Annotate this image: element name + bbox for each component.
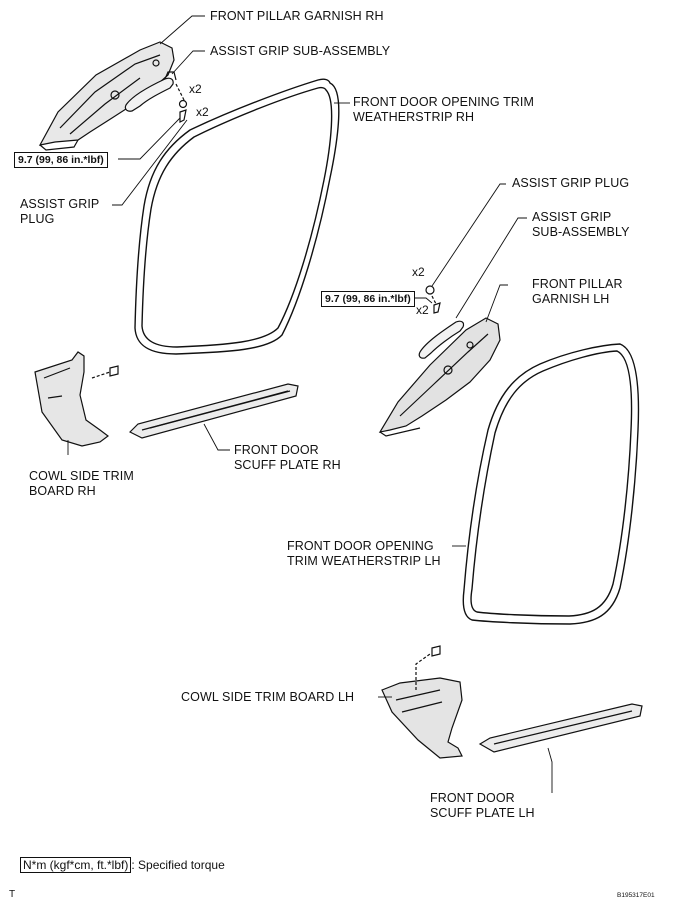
qty-plug-lh: x2 xyxy=(412,265,425,279)
label-line: SCUFF PLATE RH xyxy=(234,458,341,472)
label-line: SUB-ASSEMBLY xyxy=(532,225,630,239)
label-assist-grip-sub-assembly-rh: ASSIST GRIP SUB-ASSEMBLY xyxy=(210,44,390,59)
weatherstrip-lh-drawing xyxy=(462,343,640,625)
torque-legend-text: : Specified torque xyxy=(131,858,225,872)
figure-id: B195317E01 xyxy=(617,892,655,899)
label-weatherstrip-lh: FRONT DOOR OPENING TRIM WEATHERSTRIP LH xyxy=(287,539,441,569)
label-line: FRONT DOOR OPENING TRIM xyxy=(353,95,535,109)
front-pillar-garnish-lh-drawing xyxy=(378,317,501,437)
label-line: COWL SIDE TRIM xyxy=(29,469,134,483)
label-scuff-plate-lh: FRONT DOOR SCUFF PLATE LH xyxy=(430,791,535,821)
label-line: TRIM WEATHERSTRIP LH xyxy=(287,554,441,568)
qty-grip-lh: x2 xyxy=(416,303,429,317)
label-assist-grip-plug-lh: ASSIST GRIP PLUG xyxy=(512,176,629,191)
label-front-pillar-garnish-lh: FRONT PILLAR GARNISH LH xyxy=(532,277,623,307)
label-line: ASSIST GRIP PLUG xyxy=(512,176,630,190)
label-line: FRONT DOOR xyxy=(234,443,319,457)
front-door-scuff-plate-lh-drawing xyxy=(478,703,643,753)
label-scuff-plate-rh: FRONT DOOR SCUFF PLATE RH xyxy=(234,443,341,473)
assist-grip-lh-drawing xyxy=(418,285,465,359)
torque-spec-rh: 9.7 (99, 86 in.*lbf) xyxy=(14,152,108,168)
label-line: FRONT DOOR xyxy=(430,791,515,805)
assist-grip-rh-drawing xyxy=(124,71,188,123)
front-door-scuff-plate-rh-drawing xyxy=(128,383,299,439)
torque-unit-box: N*m (kgf*cm, ft.*lbf) xyxy=(20,857,132,873)
label-line: ASSIST GRIP xyxy=(532,210,612,224)
cowl-side-trim-board-rh-drawing xyxy=(34,351,119,447)
label-line: WEATHERSTRIP RH xyxy=(353,110,475,124)
label-line: ASSIST GRIP SUB-ASSEMBLY xyxy=(210,44,391,58)
label-assist-grip-plug-rh: ASSIST GRIP PLUG xyxy=(20,197,99,227)
label-line: FRONT PILLAR xyxy=(532,277,623,291)
weatherstrip-rh-drawing xyxy=(134,78,340,355)
torque-spec-lh: 9.7 (99, 86 in.*lbf) xyxy=(321,291,415,307)
label-weatherstrip-rh: FRONT DOOR OPENING TRIM WEATHERSTRIP RH xyxy=(353,95,534,125)
label-line: ASSIST GRIP xyxy=(20,197,100,211)
label-line: COWL SIDE TRIM BOARD LH xyxy=(181,690,355,704)
front-pillar-garnish-rh-drawing xyxy=(38,41,175,151)
label-front-pillar-garnish-rh: FRONT PILLAR GARNISH RH xyxy=(210,9,384,24)
label-cowl-side-trim-board-lh: COWL SIDE TRIM BOARD LH xyxy=(181,690,354,705)
leader-lines xyxy=(67,15,553,793)
label-assist-grip-sub-assembly-lh: ASSIST GRIP SUB-ASSEMBLY xyxy=(532,210,630,240)
label-line: SCUFF PLATE LH xyxy=(430,806,535,820)
label-line: BOARD RH xyxy=(29,484,96,498)
label-line: FRONT DOOR OPENING xyxy=(287,539,434,553)
label-line: GARNISH LH xyxy=(532,292,610,306)
label-cowl-side-trim-board-rh: COWL SIDE TRIM BOARD RH xyxy=(29,469,134,499)
cowl-side-trim-board-lh-drawing xyxy=(381,645,463,759)
qty-plug-rh: x2 xyxy=(196,105,209,119)
qty-grip-rh: x2 xyxy=(189,82,202,96)
corner-letter: T xyxy=(9,889,16,900)
label-line: PLUG xyxy=(20,212,55,226)
label-line: FRONT PILLAR GARNISH RH xyxy=(210,9,384,23)
torque-legend: N*m (kgf*cm, ft.*lbf): Specified torque xyxy=(20,857,225,873)
